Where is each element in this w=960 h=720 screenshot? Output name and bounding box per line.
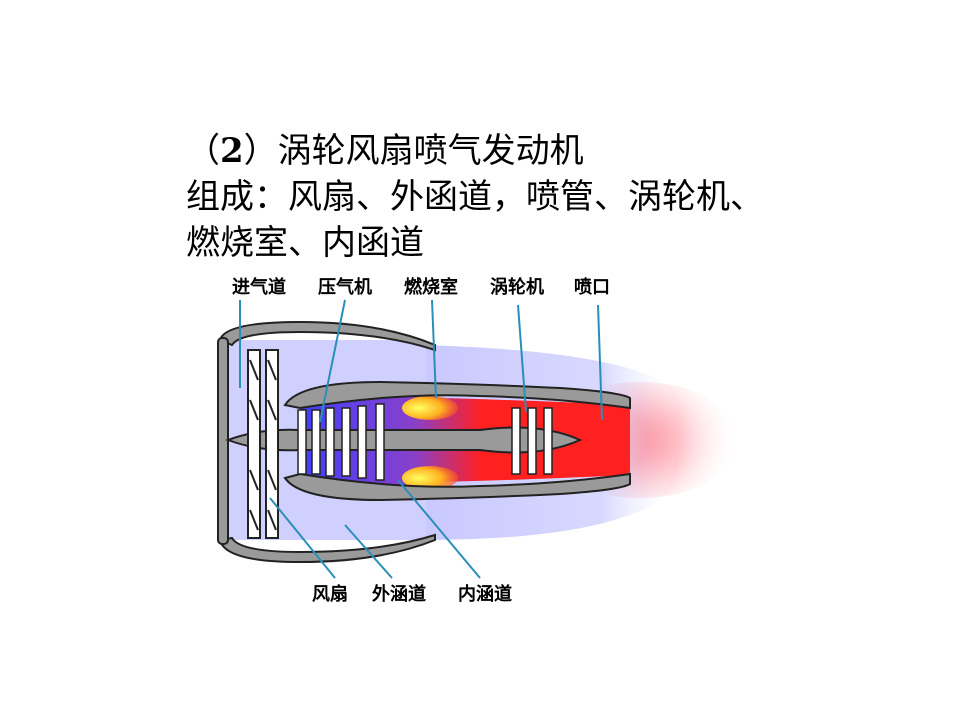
heading-title: 涡轮风扇喷气发动机: [277, 131, 584, 171]
leader-lines-top: [239, 299, 603, 423]
label-bypass-duct: 外涵道: [372, 583, 426, 605]
label-turbine: 涡轮机: [490, 276, 544, 298]
label-compressor: 压气机: [318, 276, 372, 298]
turbine-blades: [511, 407, 553, 475]
heading-paren-close: ）: [243, 131, 278, 171]
engine-shaft: [225, 426, 583, 454]
heading-line-2: 组成：风扇、外函道，喷管、涡轮机、: [186, 177, 764, 217]
leader-lines-bottom: [269, 479, 481, 579]
compressor-blades: [297, 403, 385, 481]
combustor-flame-bottom: [402, 466, 458, 490]
nacelle-top: [218, 320, 436, 352]
label-combustor: 燃烧室: [404, 276, 458, 298]
label-inlet: 进气道: [232, 276, 286, 298]
core-casing-top: [283, 380, 631, 410]
nacelle-lip: [217, 337, 229, 545]
label-nozzle: 喷口: [574, 277, 610, 298]
heading-line-1: （2）涡轮风扇喷气发动机: [186, 128, 764, 174]
label-core-duct: 内涵道: [458, 583, 512, 605]
core-casing-bottom: [283, 472, 631, 502]
nacelle-bottom: [218, 533, 436, 564]
heading-number: 2: [220, 131, 244, 171]
heading-paren-open: （: [186, 131, 220, 171]
combustor-flame-top: [402, 396, 458, 420]
heading: （2）涡轮风扇喷气发动机 组成：风扇、外函道，喷管、涡轮机、 燃烧室、内函道: [186, 128, 764, 266]
fan-blades: [247, 349, 279, 539]
label-fan: 风扇: [312, 583, 348, 605]
heading-line-3: 燃烧室、内函道: [186, 223, 424, 263]
